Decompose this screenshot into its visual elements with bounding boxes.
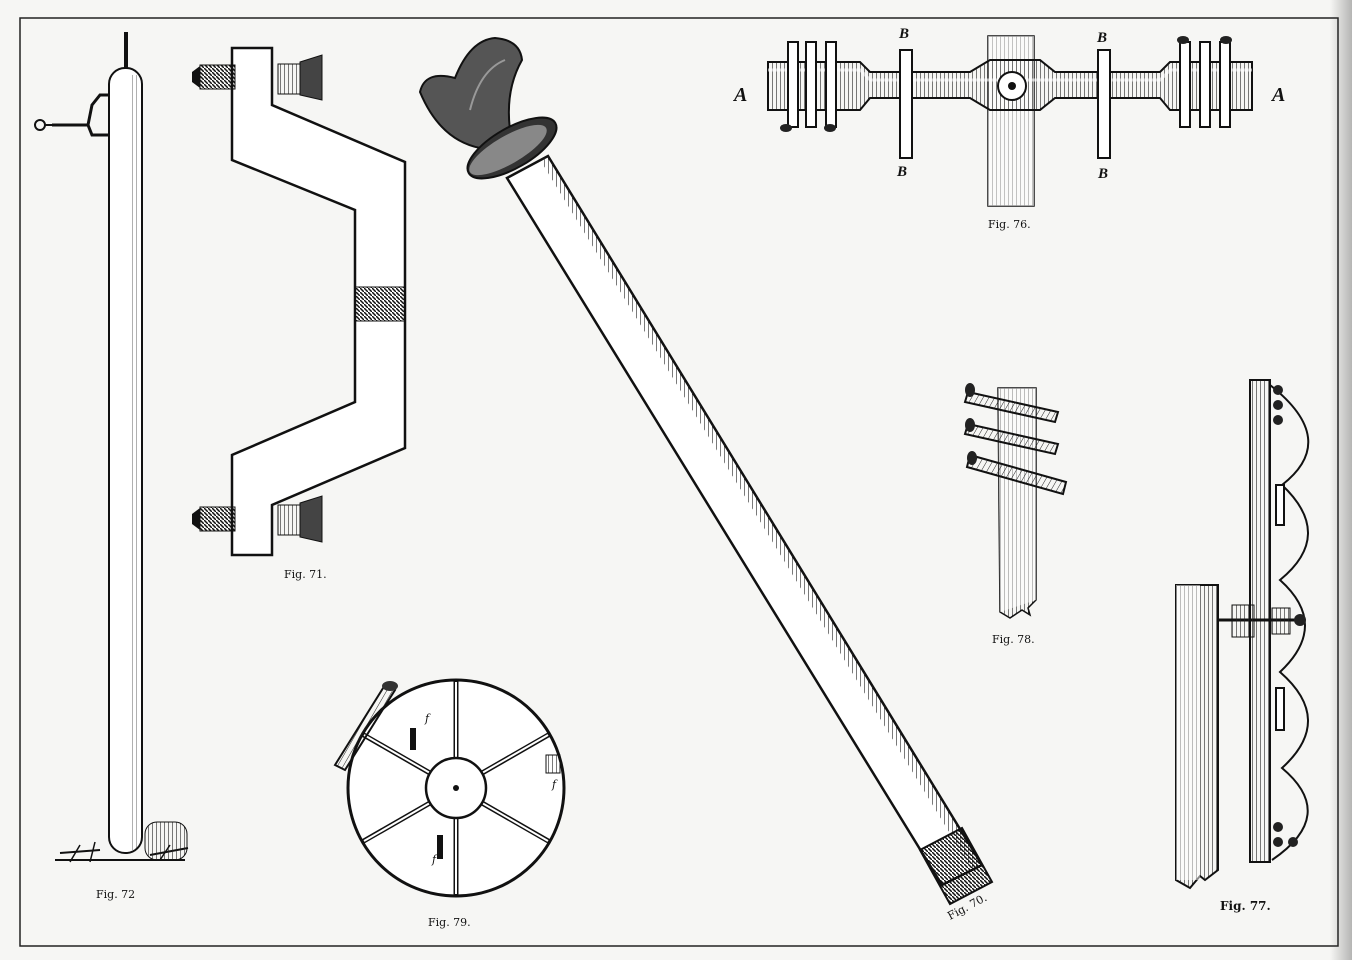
- fig76-label-b-top-left: B: [898, 26, 909, 42]
- fig70-rod-drawing: [418, 36, 994, 906]
- fig77-caption: Fig. 77.: [1220, 899, 1271, 913]
- fig79-caption: Fig. 79.: [428, 916, 471, 929]
- fig71-bracket-drawing: [192, 46, 407, 557]
- fig76-label-b-top-right: B: [1096, 30, 1107, 46]
- fig78-caption: Fig. 78.: [992, 633, 1035, 646]
- fig79-wheel-drawing: [333, 678, 566, 898]
- fig72-caption: Fig. 72: [96, 888, 135, 901]
- fig77-pole-festoon-drawing: [1175, 379, 1310, 890]
- fig76-caption: Fig. 76.: [988, 218, 1031, 231]
- fig79-label-f3: f: [431, 853, 438, 866]
- fig76-label-b-bottom-right: B: [1097, 166, 1108, 182]
- fig76-crossarm-drawing: [767, 35, 1253, 207]
- plate-border: [19, 17, 1339, 947]
- fig79-label-f2: f: [551, 778, 558, 791]
- fig76-label-a-left: A: [732, 84, 747, 106]
- fig79-label-f1: f: [424, 712, 431, 725]
- page-edge-shadow: [1330, 0, 1352, 960]
- fig72-pole-drawing: [34, 32, 189, 863]
- fig78-pole-pins-drawing: [963, 383, 1068, 619]
- fig76-label-b-bottom-left: B: [896, 164, 907, 180]
- fig76-label-a-right: A: [1270, 84, 1285, 106]
- fig71-caption: Fig. 71.: [284, 568, 327, 581]
